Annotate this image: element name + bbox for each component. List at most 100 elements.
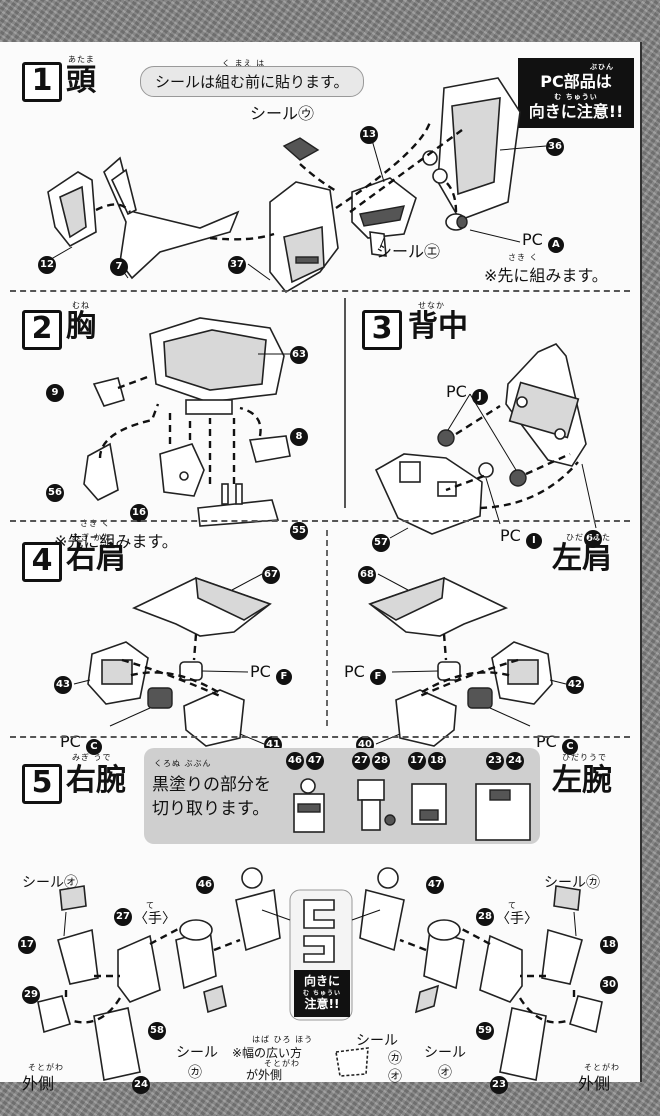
pc-warning-line-1: PC部品は	[540, 72, 612, 92]
part-number-57: 57	[372, 534, 390, 552]
seal-o-left-label: シール	[424, 1045, 466, 1061]
pc-f-left-prefix: PC	[344, 662, 365, 681]
step-2-3-divider	[344, 298, 346, 508]
cut-part-23: 23	[486, 752, 504, 770]
part-number-8: 8	[290, 428, 308, 446]
part-number-43: 43	[54, 676, 72, 694]
pc-warning-line-2: 向きに注意!!	[528, 101, 624, 121]
seal-box-label: シール	[356, 1033, 398, 1049]
pc-j-letter: J	[471, 389, 488, 405]
instruction-sheet: 1 あたま 頭 く まえ は シールは組む前に貼ります。 ぶひん PC部品は む…	[0, 42, 642, 1094]
step-1-title: 頭	[66, 63, 96, 98]
pc-i-prefix: PC	[500, 526, 521, 545]
step-1-note-ruby: く まえ は	[222, 59, 266, 68]
hand-left-label: 〈手〉	[496, 911, 538, 927]
step-4-title-ruby: みぎ かた	[72, 533, 112, 542]
step-5-right-title: 右腕	[66, 763, 126, 798]
step-2-title-ruby: むね	[72, 301, 90, 310]
cut-part-17: 17	[408, 752, 426, 770]
orientation-ruby: む ちゅうい	[302, 989, 342, 997]
pc-f-left-letter: F	[369, 669, 386, 685]
pc-f-left-label: PC F	[344, 662, 386, 685]
part-number-24: 24	[132, 1076, 150, 1094]
pc-i-label: PC I	[500, 526, 542, 549]
pc-warning-ruby-1: ぶひん	[590, 63, 614, 71]
step-2-diagram	[83, 317, 291, 527]
step-1-title-ruby: あたま	[68, 55, 95, 64]
step-5-left-title: 左腕	[552, 763, 612, 798]
step-5-left-ruby: ひだりうで	[562, 753, 607, 762]
step-4-number: 4	[22, 542, 62, 582]
wide-note-ruby-1: はば ひろ ほう	[252, 1035, 314, 1044]
pc-warning-box: ぶひん PC部品は む ちゅうい 向きに注意!!	[518, 58, 634, 128]
pc-j-label: PC J	[446, 382, 488, 405]
cut-part-28: 28	[372, 752, 390, 770]
outside-right-ruby: そとがわ	[28, 1063, 64, 1072]
part-number-46: 46	[196, 876, 214, 894]
part-number-13: 13	[360, 126, 378, 144]
part-number-28: 28	[476, 908, 494, 926]
cut-part-27: 27	[352, 752, 370, 770]
step-5-number: 5	[22, 764, 62, 804]
part-number-58: 58	[148, 1022, 166, 1040]
step-1-pre-note-ruby: さき く	[508, 253, 539, 262]
wide-note-line-1: ※幅の広い方	[232, 1046, 303, 1060]
step-4-right-title: 右肩	[66, 541, 126, 576]
part-number-68: 68	[358, 566, 376, 584]
part-number-12: 12	[38, 256, 56, 274]
step-2-pre-note-ruby: さき く	[80, 519, 111, 528]
part-number-36: 36	[546, 138, 564, 156]
part-number-56: 56	[46, 484, 64, 502]
pc-c-left-letter: C	[561, 739, 578, 755]
part-number-30: 30	[600, 976, 618, 994]
part-number-16: 16	[130, 504, 148, 522]
step-5-section: 5 みぎ うで 右腕 ひだりうで 左腕 くろぬ ぶぶん 黒塗りの部分を 切り取り…	[0, 740, 640, 1094]
part-number-63: 63	[290, 346, 308, 364]
seal-ka-left-label: シール㋕	[544, 875, 600, 891]
part-number-18: 18	[600, 936, 618, 954]
orientation-warning-box: 向きに む ちゅうい 注意!!	[294, 970, 350, 1017]
pc-a-letter: A	[547, 237, 564, 253]
part-number-64: 64	[584, 530, 602, 548]
hand-right-label: 〈手〉	[134, 911, 176, 927]
cut-note-line-1: 黒塗りの部分を	[152, 775, 271, 795]
pc-warning-ruby-2: む ちゅうい	[554, 92, 598, 101]
part-number-9: 9	[46, 384, 64, 402]
step-4-diagram	[73, 573, 567, 747]
part-number-37: 37	[228, 256, 246, 274]
part-number-67: 67	[262, 566, 280, 584]
step-3-title: 背中	[408, 309, 468, 344]
seal-o-left-mark: ㋔	[438, 1065, 452, 1081]
separator-3	[10, 736, 630, 738]
cut-part-47: 47	[306, 752, 324, 770]
part-number-17: 17	[18, 936, 36, 954]
pc-j-prefix: PC	[446, 382, 467, 401]
step-2-pre-note: ※先に組みます。	[54, 532, 178, 551]
step-5-title-ruby: みぎ うで	[72, 753, 112, 762]
wide-note-ruby-2: そとがわ	[264, 1059, 300, 1068]
step-3-number: 3	[362, 310, 402, 350]
cut-note-ruby: くろぬ ぶぶん	[154, 759, 212, 768]
separator-1	[10, 290, 630, 292]
step-2-title: 胸	[66, 309, 96, 344]
pc-f-right-label: PC F	[250, 662, 292, 685]
pc-a-label: PC A	[522, 230, 564, 253]
cut-part-24: 24	[506, 752, 524, 770]
step-3-title-ruby: せなか	[418, 301, 445, 310]
step-4-left-ruby: ひだりかた	[566, 533, 611, 542]
seal-u-label: シール㋒	[250, 104, 315, 123]
step-2-section: 2 むね 胸	[0, 294, 640, 551]
part-number-42: 42	[566, 676, 584, 694]
cut-instructions-panel	[144, 748, 540, 844]
seal-ka-right-mark: ㋕	[188, 1065, 202, 1081]
pc-c-right-letter: C	[85, 739, 102, 755]
part-number-7: 7	[110, 258, 128, 276]
cut-note-line-2: 切り取ります。	[152, 799, 270, 819]
seal-e-label: シール㋓	[376, 242, 441, 261]
part-number-23: 23	[490, 1076, 508, 1094]
separator-2	[10, 520, 630, 522]
hand-right-ruby: て	[146, 901, 155, 910]
step-4-section: 4 みぎ かた 右肩 ひだりかた 左肩	[0, 524, 640, 755]
step-2-number: 2	[22, 310, 62, 350]
step-1-pre-note: ※先に組みます。	[484, 266, 608, 285]
